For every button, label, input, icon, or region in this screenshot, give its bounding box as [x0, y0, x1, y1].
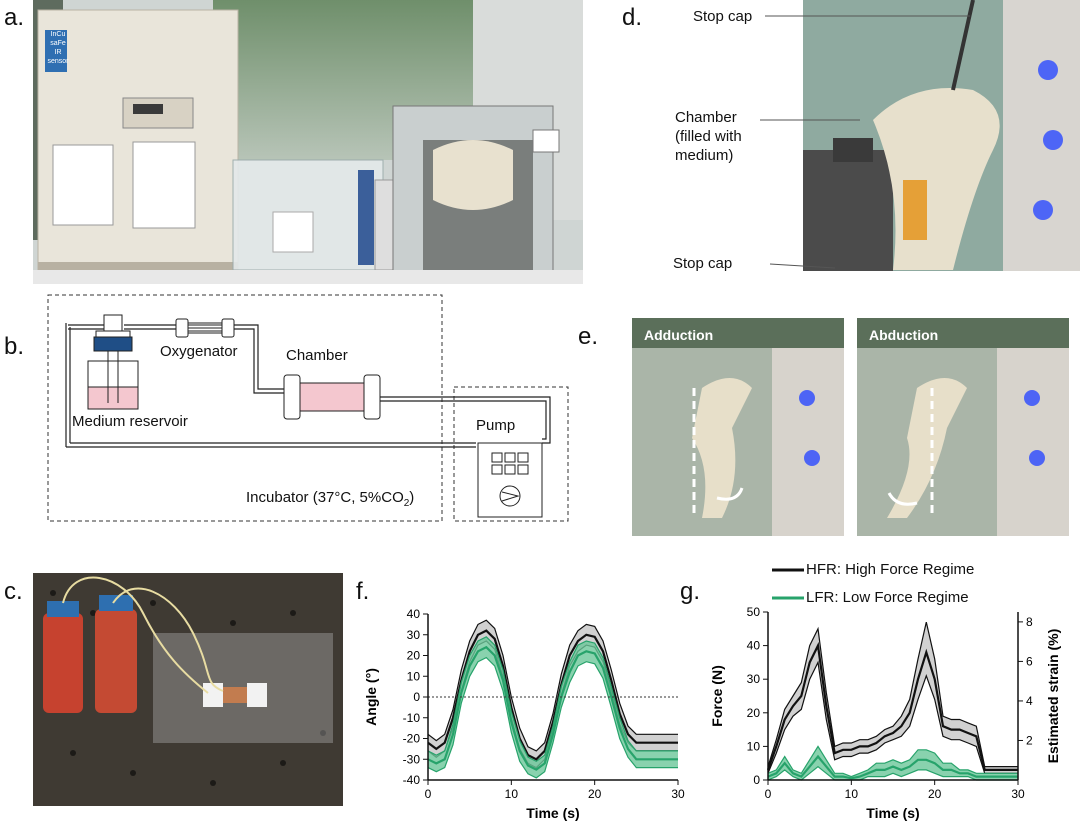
series-lfr-mean	[767, 754, 1018, 780]
band-hfr	[428, 620, 678, 768]
label-chamber-d-line: Chamber	[675, 109, 737, 126]
legend-item-lfr: LFR: Low Force Regime	[806, 589, 969, 606]
incubator-brand-label: InCu saFe IR sensor	[43, 30, 73, 66]
y-tick-label: -40	[403, 773, 421, 787]
photo-adduction: Adduction	[632, 318, 844, 536]
panel-letter-b: b.	[4, 333, 25, 360]
legend-swatches	[772, 568, 804, 600]
y2-tick-label: 8	[1026, 615, 1033, 629]
incubator-brand-line: sensor	[47, 58, 69, 65]
label-stop-cap-bottom: Stop cap	[673, 255, 733, 272]
label-chamber-d-line: medium)	[675, 147, 734, 164]
label-chamber-d: Chamber (filled with medium)	[675, 108, 742, 165]
label-pump: Pump	[476, 417, 516, 434]
y2-tick-label: 6	[1026, 654, 1033, 668]
y-tick-label: -20	[403, 732, 421, 746]
y-tick-label: 40	[747, 639, 761, 653]
label-incubator-sub: 2	[403, 498, 410, 509]
label-stop-cap-top: Stop cap	[693, 8, 753, 25]
pump-device	[477, 442, 543, 518]
label-medium-reservoir: Medium reservoir	[72, 413, 188, 430]
y-axis-label: Angle (°)	[363, 668, 379, 726]
x-tick-label: 10	[505, 787, 519, 801]
incubator-boundary	[47, 294, 443, 522]
label-adduction: Adduction	[644, 327, 714, 343]
y-tick-label: 0	[413, 690, 420, 704]
incubator-brand-line: IR	[54, 49, 62, 56]
x-tick-label: 20	[588, 787, 602, 801]
y-axis-label: Force (N)	[709, 665, 725, 726]
panel-letter-g: g.	[680, 578, 701, 605]
x-tick-label: 0	[765, 787, 772, 801]
y-tick-label: 0	[753, 773, 760, 787]
y-tick-label: 20	[407, 649, 421, 663]
incubator-brand-line: saFe	[50, 40, 66, 47]
series-hfr-lower	[767, 660, 1018, 774]
y-tick-label: 40	[407, 607, 421, 621]
photo-bottles-chamber	[33, 573, 343, 806]
x-axis-label: Time (s)	[526, 805, 579, 821]
label-oxygenator: Oxygenator	[160, 343, 238, 360]
incubator-brand-line: InCu	[50, 31, 66, 38]
y-tick-label: -30	[403, 752, 421, 766]
y-tick-label: 30	[747, 672, 761, 686]
x-axis-label: Time (s)	[866, 805, 919, 821]
photo-lab-setup: InCu saFe IR sensor	[33, 0, 583, 284]
panel-letter-d: d.	[622, 4, 643, 31]
y-tick-label: -10	[403, 711, 421, 725]
series-lfr-mean	[427, 645, 678, 771]
y2-tick-label: 4	[1026, 694, 1033, 708]
label-chamber-d-line: (filled with	[675, 128, 742, 145]
y2-axis-label: Estimated strain (%)	[1045, 629, 1061, 764]
label-abduction: Abduction	[869, 327, 939, 343]
y-tick-label: 50	[747, 605, 761, 619]
tubing	[65, 323, 551, 448]
pump-boundary	[453, 386, 569, 522]
series-lfr-upper	[427, 636, 678, 762]
label-incubator: Incubator (37°C, 5%CO2)	[246, 489, 414, 509]
series-hfr-upper	[427, 619, 678, 752]
panel-letter-e: e.	[578, 323, 599, 350]
medium-reservoir	[87, 314, 139, 410]
label-incubator-close: )	[409, 489, 415, 506]
label-incubator-text: Incubator (37°C, 5%CO	[246, 489, 404, 506]
photo-chamber-closeup	[803, 0, 1080, 271]
chamber	[283, 374, 381, 420]
panel-letter-c: c.	[4, 578, 23, 605]
legend-item-hfr: HFR: High Force Regime	[806, 561, 975, 578]
x-tick-label: 0	[425, 787, 432, 801]
panel-letter-a: a.	[4, 4, 25, 31]
panel-letter-f: f.	[356, 578, 370, 605]
series-hfr-mean	[427, 629, 678, 761]
series-hfr-upper	[767, 621, 1018, 768]
series-lfr-lower	[427, 656, 678, 779]
y-tick-label: 10	[407, 669, 421, 683]
x-tick-label: 30	[671, 787, 685, 801]
x-tick-label: 10	[845, 787, 859, 801]
band-lfr	[428, 636, 678, 778]
x-tick-label: 30	[1011, 787, 1025, 801]
series-lfr-upper	[767, 745, 1018, 778]
circuit-diagram-svg	[47, 294, 569, 522]
y-tick-label: 20	[747, 706, 761, 720]
circuit-diagram: Oxygenator Chamber Medium reservoir Pump…	[46, 293, 576, 525]
x-tick-label: 20	[928, 787, 942, 801]
y-tick-label: 10	[747, 739, 761, 753]
label-chamber: Chamber	[286, 347, 348, 364]
oxygenator	[175, 318, 235, 338]
y2-tick-label: 2	[1026, 733, 1033, 747]
photo-abduction: Abduction	[857, 318, 1069, 536]
panel-d-leader-lines	[760, 15, 970, 269]
series-hfr-mean	[766, 641, 1018, 771]
legend: HFR: High Force Regime LFR: Low Force Re…	[770, 558, 1070, 608]
y-tick-label: 30	[407, 628, 421, 642]
